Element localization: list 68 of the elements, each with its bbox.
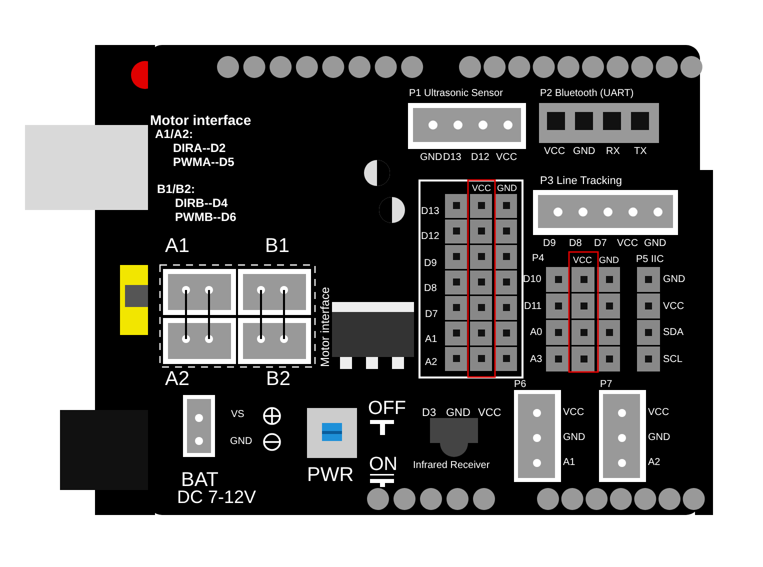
connector-label: P3 Line Tracking [540, 176, 622, 187]
pin-label: D3 [422, 408, 436, 419]
pin-label: VCC [663, 302, 684, 312]
pin-label: D13 [443, 153, 462, 163]
pin-label: GND [230, 437, 252, 447]
note-text: DIRA--D2 [173, 142, 226, 154]
connector-label: P6 [514, 380, 526, 390]
pin-label: A1 [563, 458, 576, 468]
pin-label: A3 [530, 355, 542, 365]
pin-label: VCC [573, 256, 592, 265]
note-text: DIRB--D4 [175, 197, 228, 209]
pin-label: A1 [425, 335, 438, 345]
note-text: A1/A2: [155, 128, 194, 140]
pin-label: D9 [543, 239, 556, 249]
note-text: PWMA--D5 [173, 156, 234, 168]
component-label: Infrared Receiver [413, 461, 490, 471]
pin-label: GND [599, 256, 619, 265]
connector-label: P4 [532, 254, 544, 264]
pin-label: GND [573, 147, 596, 157]
connector-label: P7 [600, 380, 612, 390]
note-text: PWMB--D6 [175, 211, 236, 223]
pin-label: RX [606, 147, 620, 157]
pin-label: A2 [425, 358, 438, 368]
connector-label: B2 [266, 369, 290, 389]
pin-label: VCC [472, 184, 492, 193]
pin-label: D13 [421, 207, 440, 217]
pin-label: SCL [663, 355, 682, 365]
pin-label: D8 [569, 239, 582, 249]
pin-label: GND [446, 408, 470, 419]
section-heading: Motor interface [150, 113, 252, 127]
pin-label: A2 [648, 458, 660, 468]
pin-label: VCC [496, 153, 518, 163]
pin-label: A0 [530, 328, 542, 338]
pin-label: VCC [478, 408, 502, 419]
pin-label: GND [648, 433, 670, 443]
connector-label: P5 IIC [636, 255, 664, 265]
pin-label: VCC [648, 408, 670, 418]
pin-label: VCC [563, 408, 584, 418]
connector-label: A2 [165, 369, 190, 389]
pin-label: D7 [425, 310, 438, 320]
rotated-label: Motor interface [319, 286, 331, 367]
pin-label: GND [644, 239, 666, 249]
pin-label: D8 [424, 284, 437, 294]
connector-label: BAT [181, 470, 218, 490]
pin-label: SDA [663, 328, 684, 338]
note-text: B1/B2: [157, 183, 196, 195]
pin-label: GND [563, 433, 586, 443]
connector-label: A1 [165, 236, 190, 256]
pin-label: D12 [421, 232, 440, 242]
voltage-label: DC 7-12V [177, 488, 256, 506]
connector-label: P1 Ultrasonic Sensor [409, 89, 503, 99]
pin-label: GND [420, 153, 442, 163]
pin-label: GND [663, 275, 686, 285]
pin-label: D9 [424, 259, 437, 269]
pin-label: VCC [544, 147, 566, 157]
pin-label: D10 [523, 275, 542, 285]
pin-label: VS [231, 410, 244, 420]
pin-label: D7 [594, 239, 607, 249]
pin-label: TX [634, 147, 647, 157]
pin-label: D11 [524, 302, 542, 312]
connector-label: P2 Bluetooth (UART) [540, 89, 634, 99]
connector-label: B1 [265, 236, 290, 256]
switch-label: OFF [368, 399, 406, 418]
pin-label: GND [497, 184, 517, 193]
pin-label: VCC [617, 239, 638, 249]
pin-label: D12 [471, 153, 490, 163]
switch-label: PWR [307, 465, 354, 485]
switch-label: ON [369, 455, 398, 474]
